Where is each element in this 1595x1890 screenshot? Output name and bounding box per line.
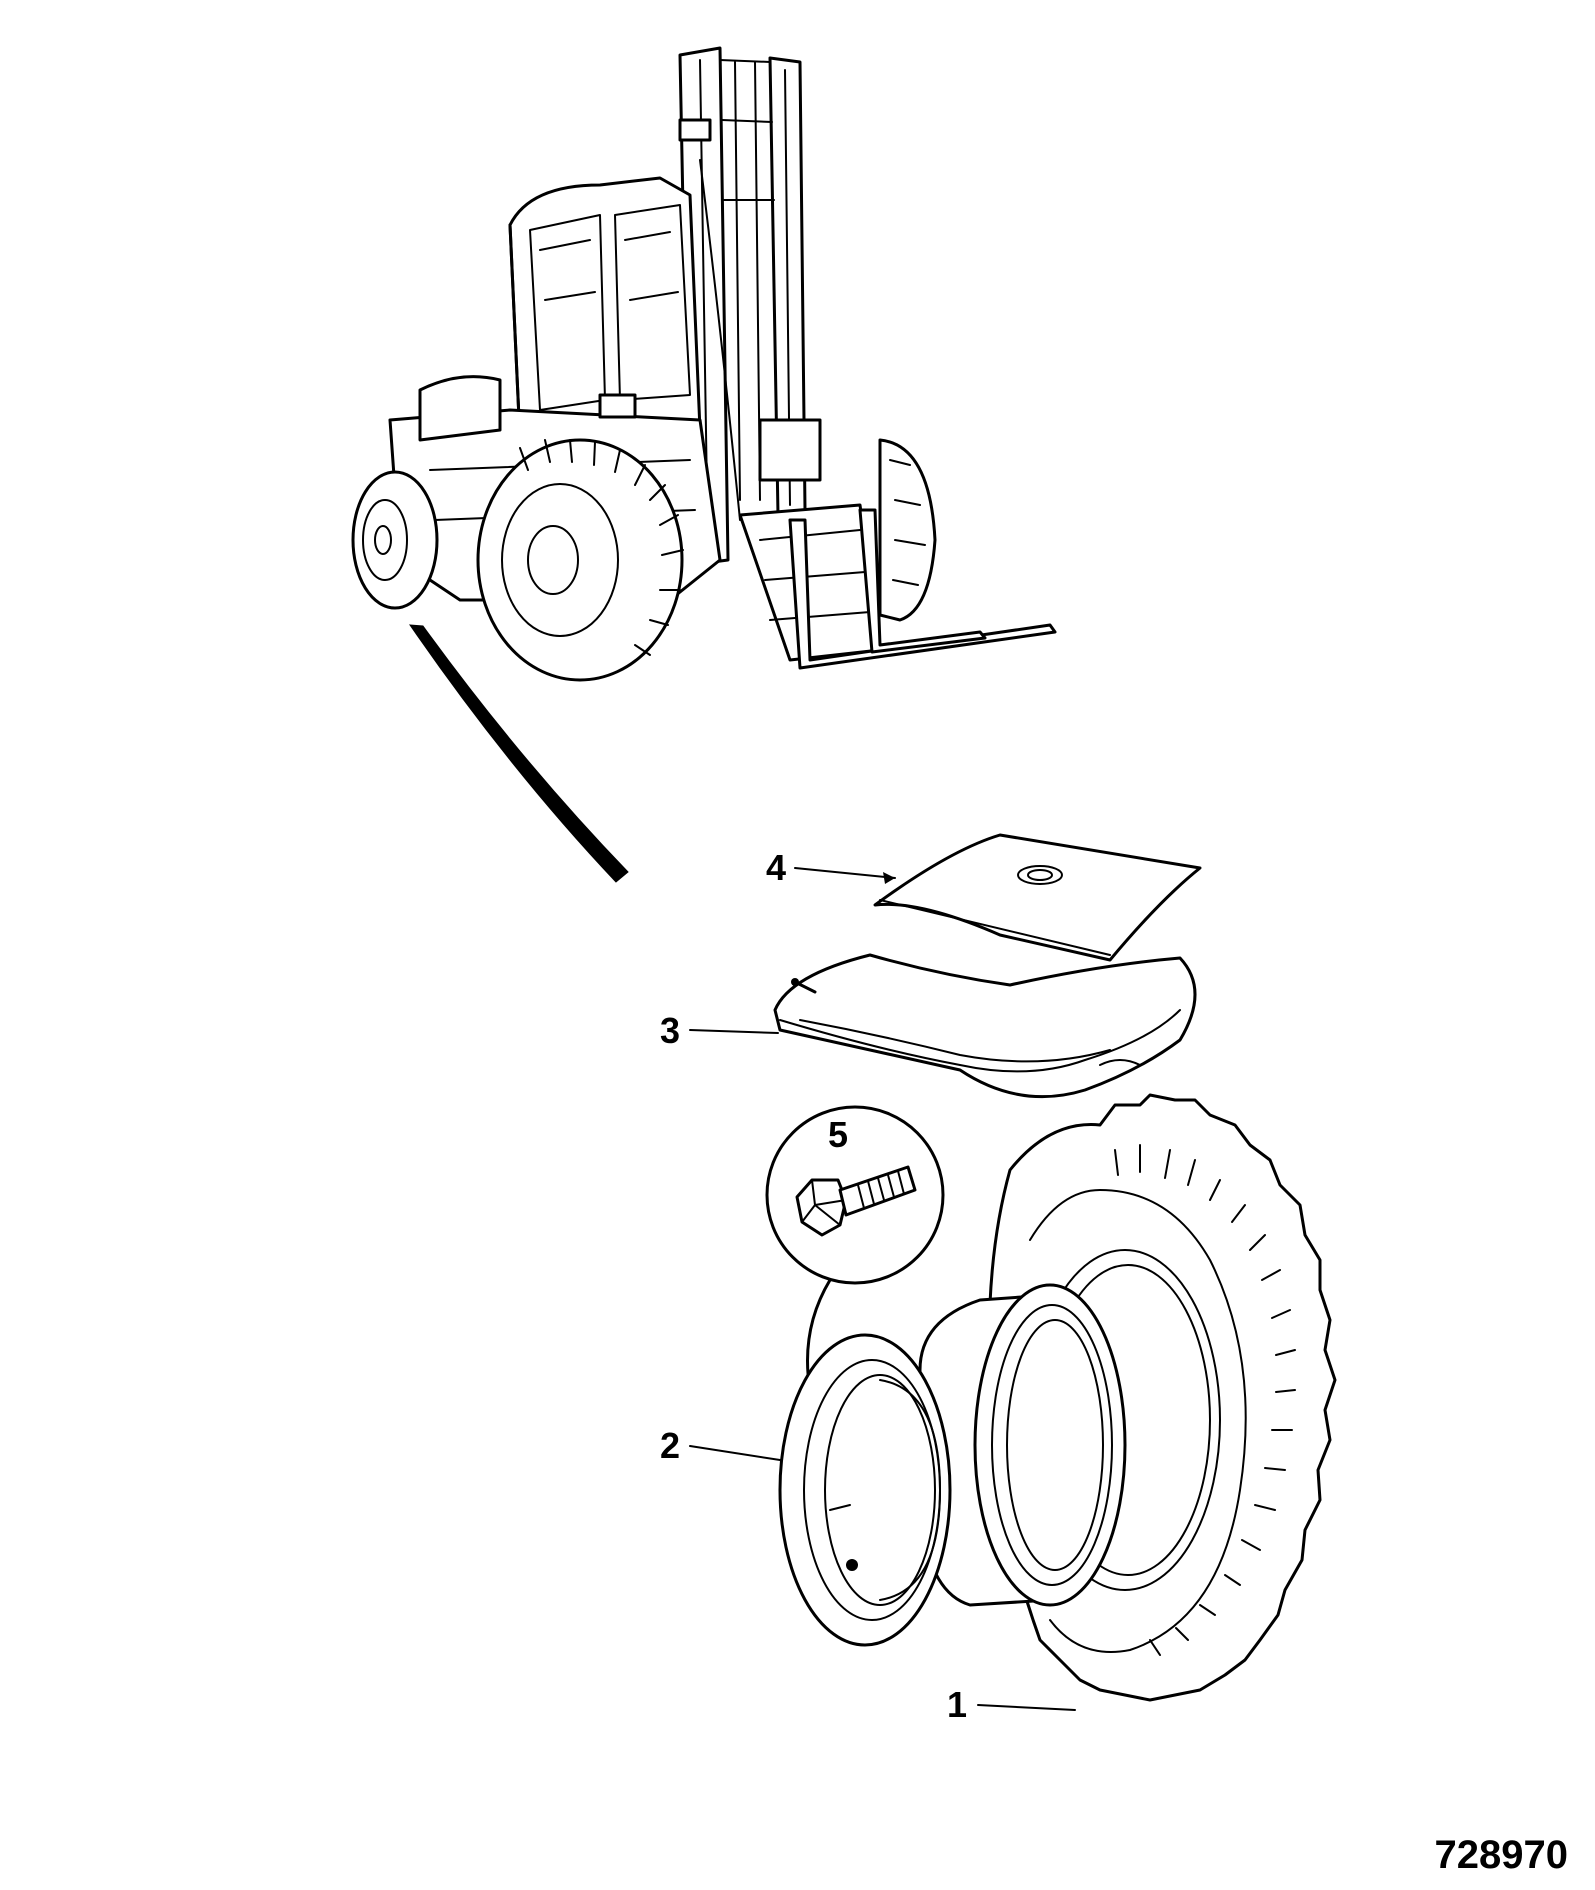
callout-label-1: 1 — [947, 1684, 967, 1725]
callout-label-3: 3 — [660, 1010, 680, 1051]
flap — [873, 833, 1202, 962]
wheel-rim — [778, 1283, 1127, 1647]
cab — [508, 176, 702, 442]
bolt — [795, 1165, 917, 1237]
forklift-front-wheel — [476, 438, 684, 682]
callout-label-5: 5 — [828, 1114, 848, 1155]
hydraulic-hose — [699, 159, 741, 521]
callout-4: 4 — [766, 847, 896, 888]
callout-label-4: 4 — [766, 847, 786, 888]
callout-leader-3 — [689, 1029, 779, 1034]
callout-leader-4 — [794, 867, 896, 879]
figure-reference-number: 728970 — [1435, 1833, 1568, 1877]
callout-5: 5 — [828, 1114, 848, 1155]
forklift-right-wheel — [878, 438, 937, 622]
carriage-and-forks — [738, 503, 1057, 670]
callout-2: 2 — [660, 1425, 781, 1466]
callout-label-2: 2 — [660, 1425, 680, 1466]
callout-1: 1 — [947, 1684, 1076, 1725]
forklift-illustration — [351, 46, 1057, 682]
forklift-rear-wheel — [351, 470, 439, 610]
detail-leader-line — [408, 624, 629, 883]
callout-leader-2 — [689, 1445, 781, 1461]
callout-leader-1 — [977, 1704, 1076, 1711]
bolt-detail — [765, 1105, 945, 1472]
inner-tube — [773, 953, 1197, 1099]
callout-3: 3 — [660, 1010, 779, 1051]
